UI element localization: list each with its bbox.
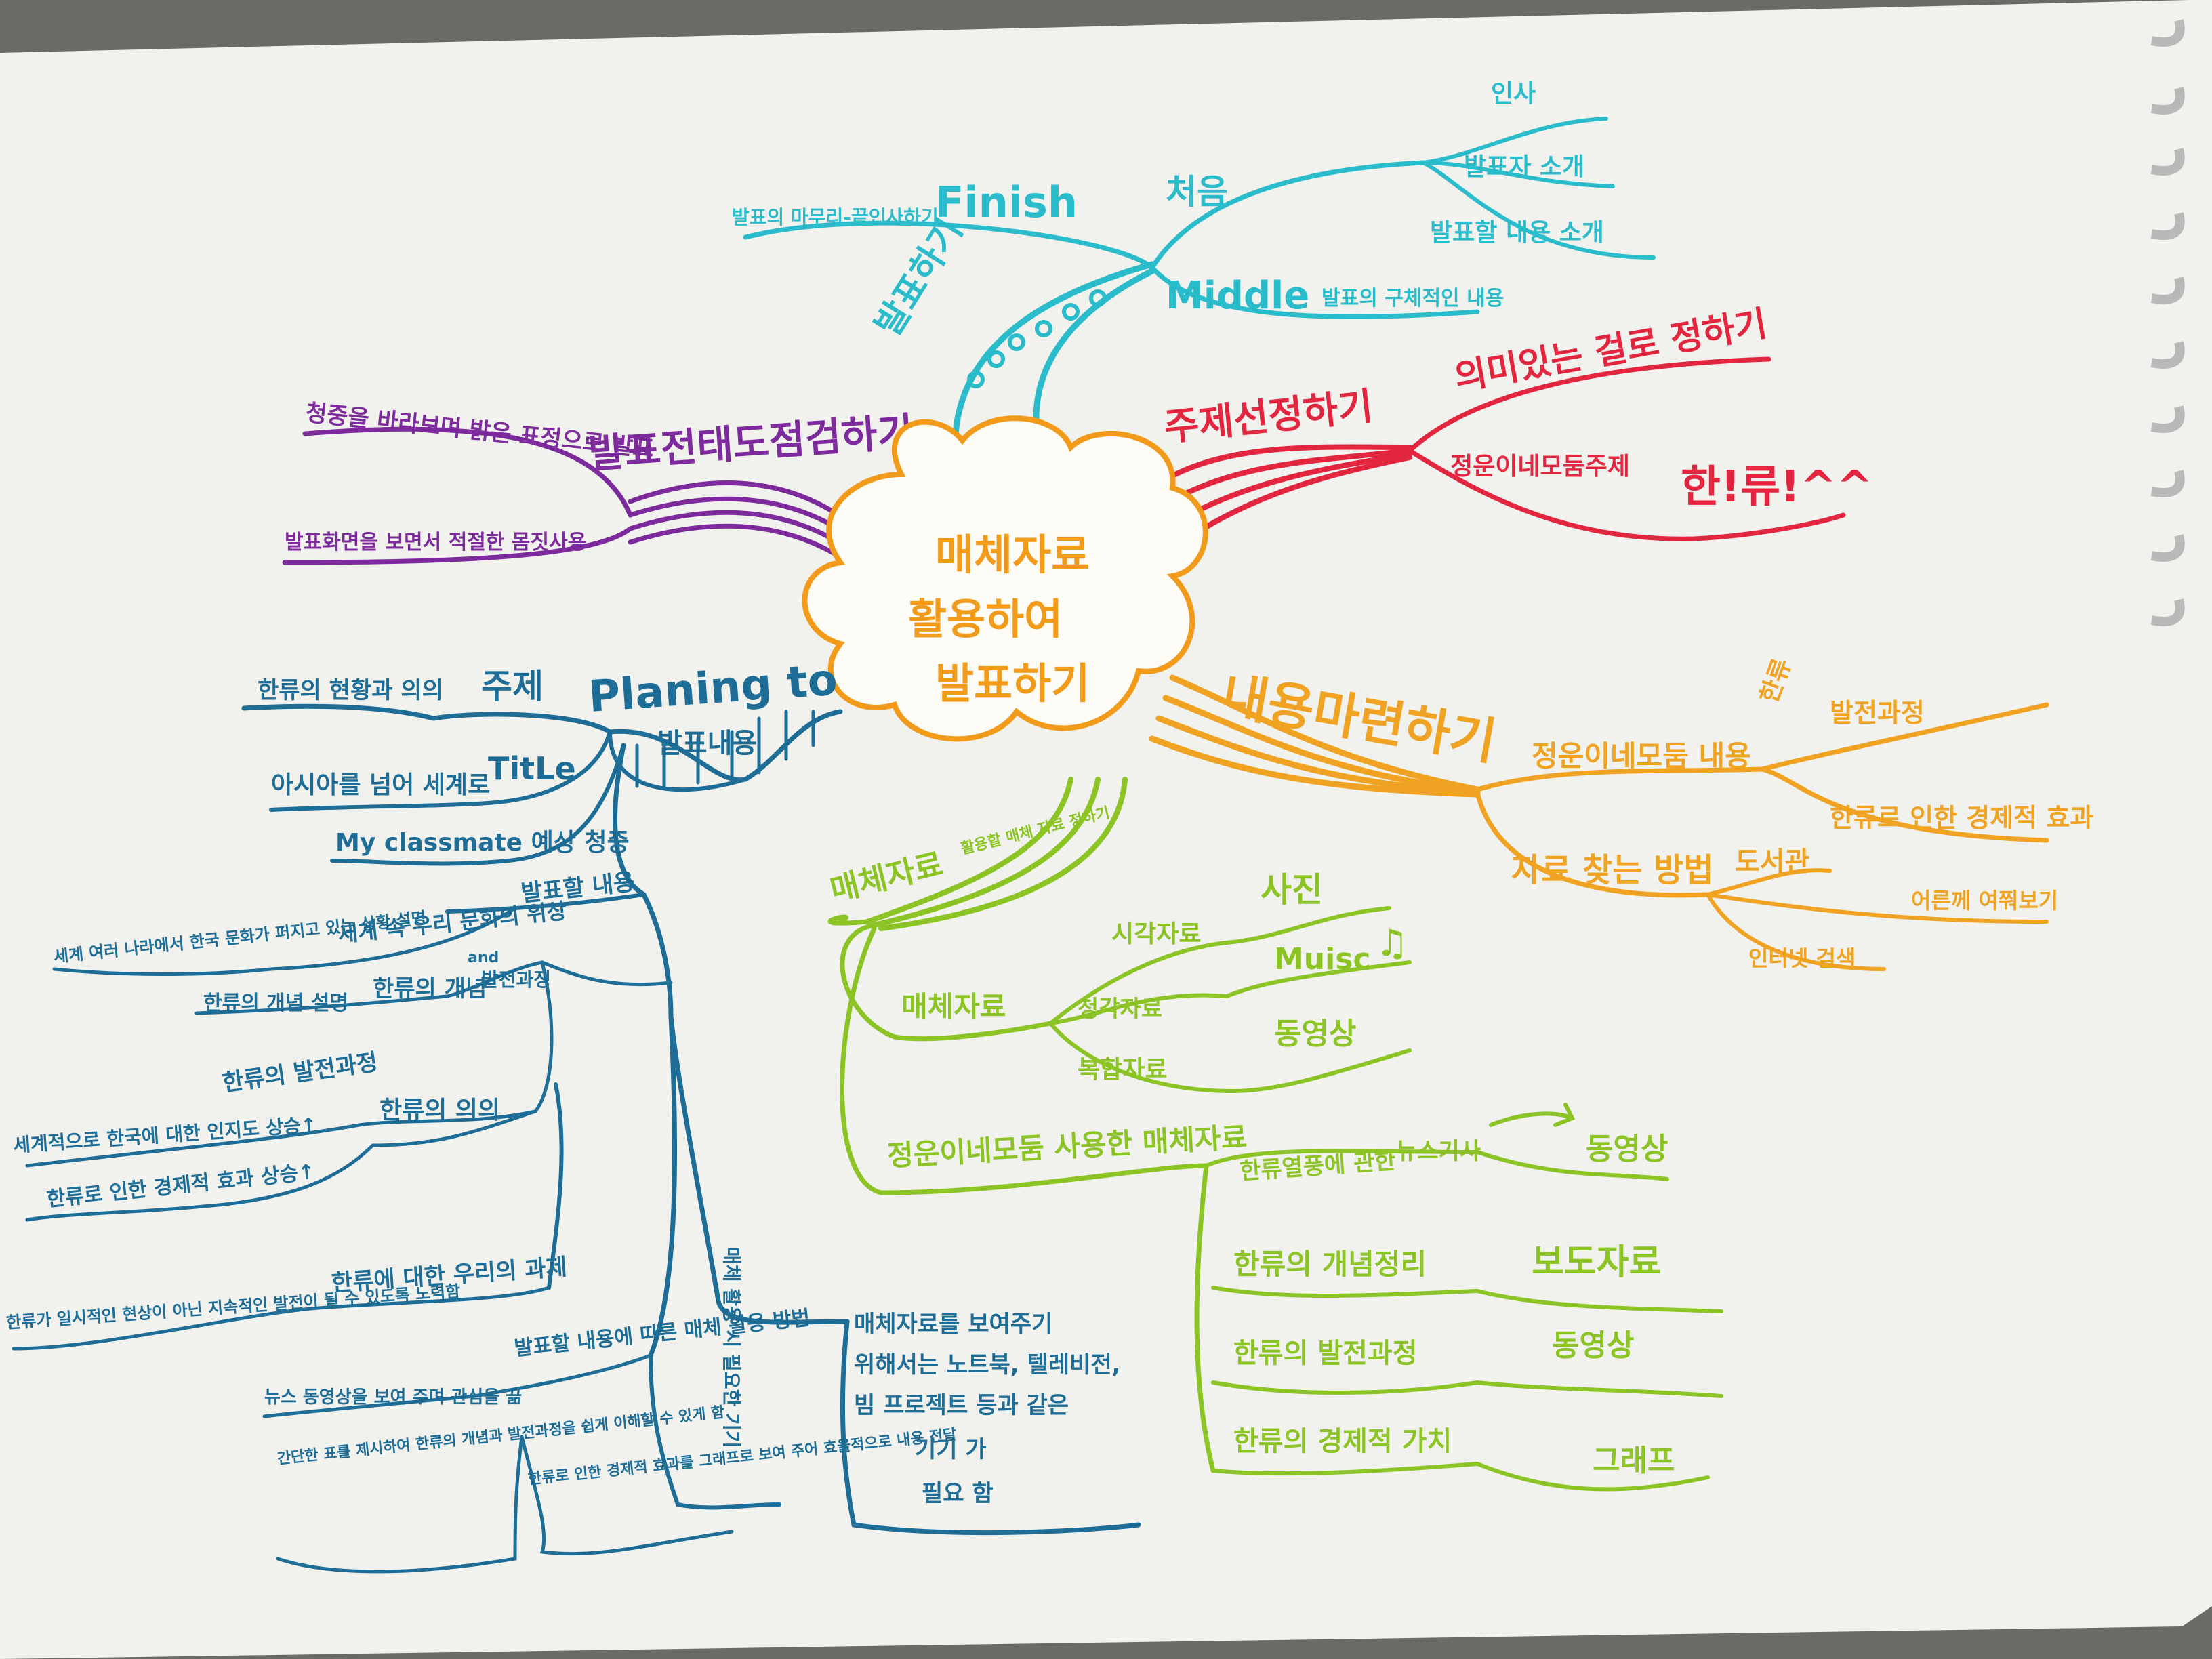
blue-need-note-4: 기기 가	[915, 1436, 987, 1463]
cyan-finish: Finish	[935, 178, 1078, 227]
branch-green	[827, 777, 1723, 1492]
cyan-insa: 인사	[1491, 80, 1536, 108]
center-line-2: 활용하여	[908, 594, 1063, 644]
cyan-self-intro: 발표자 소개	[1464, 153, 1584, 181]
branch-orange	[1149, 674, 2049, 971]
blue-c4: 한류의 의의	[380, 1097, 500, 1124]
orange-ask: 어른께 여쭤보기	[1911, 888, 2058, 914]
red-note-2: 정운이네모둠주제	[1450, 453, 1630, 480]
green-news-b: 뉴스기사	[1396, 1138, 1481, 1165]
orange-econ: 한류로 인한 경제적 효과	[1830, 803, 2093, 833]
branch-purple	[282, 426, 846, 565]
blue-topic: 한류의 현황과 의의	[258, 677, 443, 704]
orange-dev: 발전과정	[1830, 698, 1925, 728]
orange-group: 정운이네모둠 내용	[1532, 739, 1751, 773]
blue-topic-label: 주제	[481, 667, 544, 706]
green-photo: 사진	[1261, 870, 1323, 909]
blue-c2: 한류의 개념	[373, 975, 487, 1002]
cyan-middle-note: 발표의 구체적인 내용	[1322, 287, 1504, 310]
green-concept: 한류의 개념정리	[1233, 1248, 1427, 1281]
green-mixed: 복합자료	[1078, 1056, 1167, 1084]
blue-need-note-5: 필요 함	[922, 1480, 994, 1507]
cyan-cheoeum: 처음	[1166, 172, 1228, 211]
center-line-3: 발표하기	[935, 659, 1090, 708]
blue-c2-note: 한류의 개념 설명	[203, 991, 348, 1015]
blue-title-label: TitLe	[488, 750, 576, 787]
cyan-content-intro: 발표할 내용 소개	[1430, 219, 1604, 247]
red-note-3: 한!류!^^	[1681, 462, 1872, 512]
branch-cyan	[743, 117, 1656, 437]
green-audio: 청각자료	[1078, 996, 1162, 1023]
blue-c2-b: 발전과정	[481, 968, 551, 991]
blue-need-note-2: 위해서는 노트북, 텔레비전,	[854, 1351, 1121, 1378]
cyan-finish-note: 발표의 마무리-끝인사하기	[732, 206, 939, 228]
blue-need-note-1: 매체자료를 보여주기	[854, 1311, 1052, 1338]
center-cloud	[802, 415, 1208, 742]
green-concept-media: 보도자료	[1532, 1242, 1661, 1283]
music-note-icon: ♫	[1376, 922, 1408, 964]
green-music: Muisc	[1274, 942, 1370, 977]
green-process: 한류의 발전과정	[1233, 1338, 1418, 1369]
green-visual: 시각자료	[1111, 920, 1201, 948]
blue-audience: My classmate 예상 청중	[335, 829, 630, 857]
spiral-binding	[2150, 19, 2185, 626]
orange-find: 자료 찾는 방법	[1511, 851, 1713, 889]
blue-need-note-3: 빔 프로젝트 등과 같은	[854, 1392, 1069, 1419]
blue-c2-and: and	[468, 949, 499, 966]
green-value: 한류의 경제적 가치	[1233, 1426, 1452, 1457]
orange-internet: 인터넷 검색	[1748, 945, 1856, 971]
orange-library: 도서관	[1735, 846, 1809, 878]
blue-title-value: 아시아를 넘어 세계로	[271, 771, 490, 799]
green-process-media: 동영상	[1552, 1328, 1634, 1363]
green-news-video: 동영상	[1586, 1132, 1668, 1166]
cyan-middle: Middle	[1166, 274, 1309, 318]
blue-branch-title2: 발표내용	[657, 728, 757, 759]
green-video: 동영상	[1274, 1017, 1356, 1051]
green-value-media: 그래프	[1593, 1443, 1675, 1478]
blue-need: 매체 활용 시 필요한 기기	[720, 1247, 743, 1448]
blue-m1: 뉴스 동영상을 보여 주며 관심을 끎	[264, 1387, 522, 1408]
purple-note-2: 발표화면을 보면서 적절한 몸짓사용	[285, 531, 586, 554]
center-line-1: 매체자료	[935, 530, 1090, 579]
green-media: 매체자료	[901, 990, 1006, 1023]
branch-blue	[12, 703, 1141, 1574]
